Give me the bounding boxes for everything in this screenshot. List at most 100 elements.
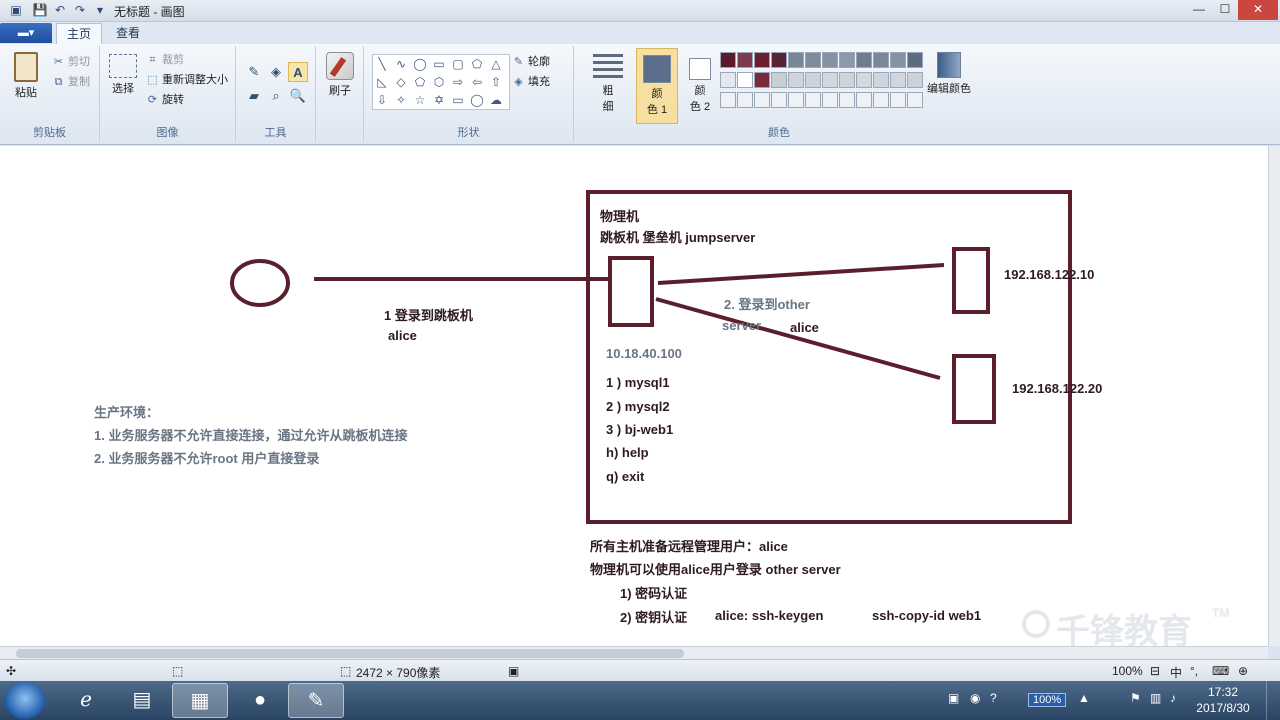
tray-app-icon-2[interactable]: ◉ bbox=[970, 691, 981, 705]
flag-icon[interactable]: ⚑ bbox=[1130, 691, 1141, 705]
palette-swatch[interactable] bbox=[805, 92, 821, 108]
diamond-shape-icon[interactable]: ◇ bbox=[396, 75, 406, 89]
text-tool-icon[interactable]: A bbox=[288, 62, 308, 82]
keyboard-icon[interactable]: ⌨ bbox=[1212, 664, 1230, 678]
right-arrow-shape-icon[interactable]: ⇨ bbox=[452, 75, 464, 89]
palette-swatch[interactable] bbox=[873, 52, 889, 68]
help-icon[interactable]: ? bbox=[990, 691, 997, 705]
vertical-scrollbar[interactable] bbox=[1268, 146, 1280, 646]
palette-swatch[interactable] bbox=[822, 52, 838, 68]
cut-button[interactable]: ✂剪切 bbox=[52, 54, 90, 70]
palette-swatch[interactable] bbox=[805, 72, 821, 88]
hexagon-shape-icon[interactable]: ⬡ bbox=[433, 75, 445, 89]
palette-swatch[interactable] bbox=[737, 52, 753, 68]
copy-button[interactable]: ⧉复制 bbox=[52, 74, 90, 90]
four-point-star-shape-icon[interactable]: ✧ bbox=[395, 93, 407, 107]
up-arrow-shape-icon[interactable]: ⇧ bbox=[490, 75, 502, 89]
show-desktop-button[interactable] bbox=[1266, 681, 1280, 720]
paste-button[interactable]: 粘贴 bbox=[8, 52, 44, 100]
rounded-rect-shape-icon[interactable]: ▢ bbox=[452, 57, 464, 71]
remote-desktop-icon[interactable]: ▦ bbox=[172, 683, 228, 718]
size-button[interactable]: 粗 细 bbox=[588, 54, 628, 114]
rotate-button[interactable]: ⟳旋转 bbox=[146, 92, 184, 108]
tab-home[interactable]: 主页 bbox=[56, 23, 103, 44]
palette-swatch[interactable] bbox=[822, 72, 838, 88]
magnifier-icon[interactable]: 🔍 bbox=[289, 88, 307, 103]
palette-swatch[interactable] bbox=[754, 72, 770, 88]
network-icon[interactable]: ▥ bbox=[1150, 691, 1162, 705]
punctuation-icon[interactable]: °, bbox=[1190, 664, 1199, 678]
polygon-shape-icon[interactable]: ⬠ bbox=[471, 57, 483, 71]
color1-button[interactable]: 颜 色 1 bbox=[636, 48, 678, 124]
palette-swatch[interactable] bbox=[720, 72, 736, 88]
palette-swatch[interactable] bbox=[788, 72, 804, 88]
redo-icon[interactable]: ↷ bbox=[74, 3, 86, 17]
tab-view[interactable]: 查看 bbox=[116, 26, 141, 40]
palette-swatch[interactable] bbox=[839, 52, 855, 68]
tray-arrow-icon[interactable]: ▲ bbox=[1078, 691, 1090, 705]
pencil-icon[interactable]: ✎ bbox=[248, 64, 260, 79]
volume-icon[interactable]: ♪ bbox=[1170, 691, 1176, 705]
palette-swatch[interactable] bbox=[788, 52, 804, 68]
pentagon-shape-icon[interactable]: ⬠ bbox=[414, 75, 426, 89]
palette-swatch[interactable] bbox=[873, 72, 889, 88]
palette-swatch[interactable] bbox=[839, 92, 855, 108]
select-button[interactable]: 选择 bbox=[106, 54, 140, 96]
zoom-badge[interactable]: 100% bbox=[1028, 693, 1067, 707]
down-arrow-shape-icon[interactable]: ⇩ bbox=[376, 93, 388, 107]
palette-swatch[interactable] bbox=[754, 52, 770, 68]
tray-app-icon-1[interactable]: ▣ bbox=[948, 691, 960, 705]
six-point-star-shape-icon[interactable]: ✡ bbox=[433, 93, 445, 107]
palette-swatch[interactable] bbox=[839, 72, 855, 88]
palette-swatch[interactable] bbox=[754, 92, 770, 108]
rectangle-shape-icon[interactable]: ▭ bbox=[433, 57, 445, 71]
save-icon[interactable]: 💾 bbox=[32, 3, 48, 17]
paint-app-icon[interactable]: ✎ bbox=[288, 683, 344, 718]
system-clock[interactable]: 17:32 2017/8/30 bbox=[1188, 684, 1258, 716]
palette-swatch[interactable] bbox=[737, 92, 753, 108]
right-triangle-shape-icon[interactable]: ◺ bbox=[377, 75, 387, 89]
palette-swatch[interactable] bbox=[822, 92, 838, 108]
drawing-canvas[interactable]: 1 登录到跳板机 alice 物理机 跳板机 堡垒机 jumpserver 2.… bbox=[0, 146, 1268, 646]
callout-rect-shape-icon[interactable]: ▭ bbox=[452, 93, 464, 107]
curve-shape-icon[interactable]: ∿ bbox=[395, 57, 407, 71]
callout-oval-shape-icon[interactable]: ◯ bbox=[470, 93, 484, 107]
ie-browser-icon[interactable]: ℯ bbox=[80, 689, 92, 711]
left-arrow-shape-icon[interactable]: ⇦ bbox=[471, 75, 483, 89]
app-icon[interactable]: ▣ bbox=[10, 3, 22, 17]
color2-button[interactable]: 颜 色 2 bbox=[680, 48, 720, 114]
shapes-gallery[interactable]: ╲ ∿ ◯ ▭ ▢ ⬠ △ ◺ ◇ ⬠ ⬡ ⇨ ⇦ ⇧ ⇩ ✧ ☆ ✡ ▭ ◯ … bbox=[372, 54, 510, 110]
resize-button[interactable]: ⬚重新调整大小 bbox=[146, 72, 228, 88]
palette-swatch[interactable] bbox=[873, 92, 889, 108]
palette-swatch[interactable] bbox=[720, 92, 736, 108]
palette-swatch[interactable] bbox=[907, 92, 923, 108]
palette-swatch[interactable] bbox=[856, 72, 872, 88]
brush-button[interactable]: 刷子 bbox=[322, 52, 358, 98]
triangle-shape-icon[interactable]: △ bbox=[491, 57, 501, 71]
undo-icon[interactable]: ↶ bbox=[54, 3, 66, 17]
color-picker-icon[interactable]: ⌕ bbox=[272, 88, 280, 103]
start-button[interactable] bbox=[5, 682, 45, 719]
cloud-callout-shape-icon[interactable]: ☁ bbox=[490, 93, 502, 107]
close-button[interactable]: ✕ bbox=[1238, 0, 1278, 20]
zoom-in-icon[interactable]: ⊕ bbox=[1238, 664, 1249, 678]
palette-swatch[interactable] bbox=[907, 52, 923, 68]
minimize-button[interactable]: — bbox=[1193, 2, 1205, 16]
file-menu-button[interactable]: ▬▾ bbox=[0, 23, 52, 43]
oval-shape-icon[interactable]: ◯ bbox=[413, 57, 427, 71]
eraser-icon[interactable]: ▰ bbox=[249, 88, 259, 103]
quick-access-dropdown-icon[interactable]: ▾ bbox=[96, 3, 104, 17]
palette-swatch[interactable] bbox=[856, 92, 872, 108]
five-point-star-shape-icon[interactable]: ☆ bbox=[414, 93, 426, 107]
crop-button[interactable]: ⌗裁剪 bbox=[146, 52, 184, 68]
palette-swatch[interactable] bbox=[856, 52, 872, 68]
palette-swatch[interactable] bbox=[788, 92, 804, 108]
zoom-out-icon[interactable]: ⊟ bbox=[1150, 664, 1161, 678]
file-explorer-icon[interactable]: ▤ bbox=[132, 689, 152, 711]
ime-indicator[interactable]: 中 bbox=[1170, 666, 1183, 680]
maximize-button[interactable]: ☐ bbox=[1219, 2, 1231, 16]
cherry-app-icon[interactable]: ● bbox=[253, 689, 267, 711]
palette-swatch[interactable] bbox=[890, 72, 906, 88]
palette-swatch[interactable] bbox=[890, 52, 906, 68]
fill-button[interactable]: ◈填充 bbox=[512, 74, 550, 90]
